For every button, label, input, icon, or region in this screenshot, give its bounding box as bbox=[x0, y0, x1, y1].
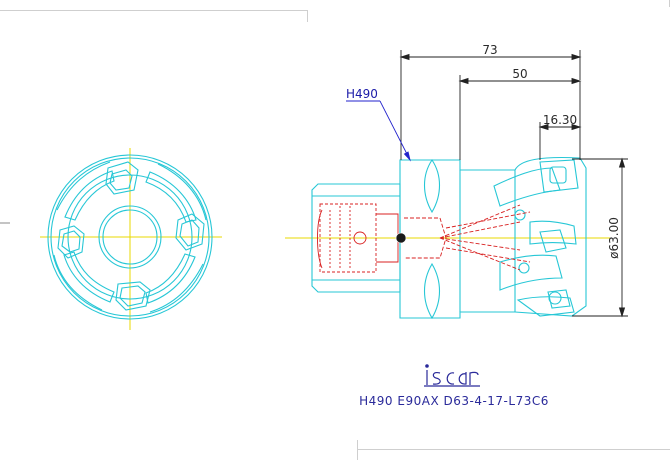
model-caption: H490 E90AX D63-4-17-L73C6 bbox=[359, 394, 549, 408]
dim-73-label: 73 bbox=[482, 43, 497, 57]
dim-16-30-label: 16.30 bbox=[543, 113, 577, 127]
datum-dot bbox=[396, 233, 406, 243]
side-view bbox=[285, 157, 610, 320]
dim-diameter-label: ø63.00 bbox=[607, 217, 621, 259]
dim-50-label: 50 bbox=[512, 67, 527, 81]
part-leader bbox=[346, 100, 411, 162]
iscar-logo bbox=[424, 364, 480, 387]
part-label: H490 bbox=[346, 87, 378, 101]
end-view bbox=[40, 148, 222, 330]
